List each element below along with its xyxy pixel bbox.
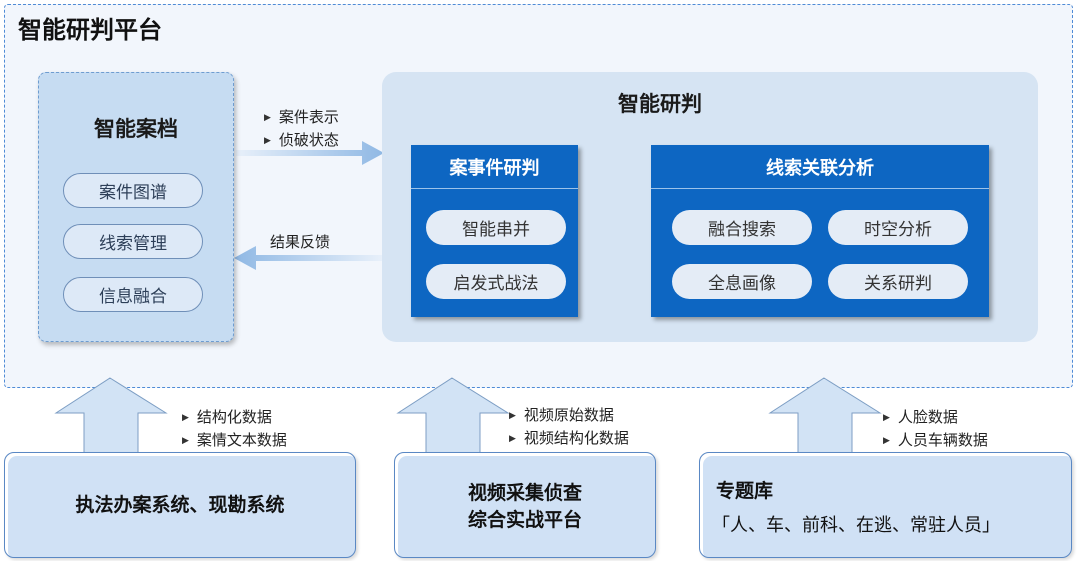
clue-item-holographic-profile: 全息画像 bbox=[672, 264, 812, 299]
arrow-left bbox=[234, 246, 382, 270]
archive-item-clue-management: 线索管理 bbox=[63, 224, 203, 259]
source-1-note-structured: ▶结构化数据 bbox=[182, 408, 272, 426]
up-arrow-3 bbox=[768, 377, 882, 464]
case-item-heuristic-tactics: 启发式战法 bbox=[426, 264, 566, 299]
archive-title: 智能案档 bbox=[94, 117, 178, 141]
up-arrow-2 bbox=[396, 377, 510, 464]
source-system-law-enforcement bbox=[4, 452, 356, 558]
flow-note-feedback: 结果反馈 bbox=[270, 233, 331, 251]
thematic-db-title: 专题库 bbox=[716, 480, 774, 502]
source-3-note-face: ▶人脸数据 bbox=[883, 408, 958, 426]
clue-item-relationship: 关系研判 bbox=[828, 264, 968, 299]
source-system-video-line1: 视频采集侦查 bbox=[467, 482, 582, 504]
source-system-video-line2: 综合实战平台 bbox=[467, 509, 582, 531]
archive-item-case-graph: 案件图谱 bbox=[63, 173, 203, 208]
case-item-smart-merge: 智能串并 bbox=[426, 210, 566, 245]
main-title: 智能研判 bbox=[618, 92, 702, 116]
arrow-right bbox=[236, 141, 384, 165]
source-system-law-enforcement-label: 执法办案系统、现勘系统 bbox=[75, 494, 285, 516]
platform-title: 智能研判平台 bbox=[18, 16, 162, 44]
clue-item-fusion-search: 融合搜索 bbox=[672, 210, 812, 245]
thematic-db-subtitle: 「人、车、前科、在逃、常驻人员」 bbox=[712, 515, 1000, 536]
flow-note-solving-status: ▶侦破状态 bbox=[264, 131, 339, 149]
clue-correlation-title: 线索关联分析 bbox=[651, 145, 989, 189]
archive-item-info-fusion: 信息融合 bbox=[63, 277, 203, 312]
source-system-thematic-db bbox=[699, 452, 1072, 558]
source-system-video-platform bbox=[394, 452, 656, 558]
clue-item-spatiotemporal: 时空分析 bbox=[828, 210, 968, 245]
up-arrow-1 bbox=[54, 377, 168, 464]
source-2-note-structured-video: ▶视频结构化数据 bbox=[509, 429, 629, 447]
case-analysis-title: 案事件研判 bbox=[411, 145, 578, 189]
source-2-note-raw-video: ▶视频原始数据 bbox=[509, 406, 614, 424]
flow-note-case-representation: ▶案件表示 bbox=[264, 108, 339, 126]
source-1-note-case-text: ▶案情文本数据 bbox=[182, 431, 287, 449]
source-3-note-person-vehicle: ▶人员车辆数据 bbox=[883, 431, 988, 449]
